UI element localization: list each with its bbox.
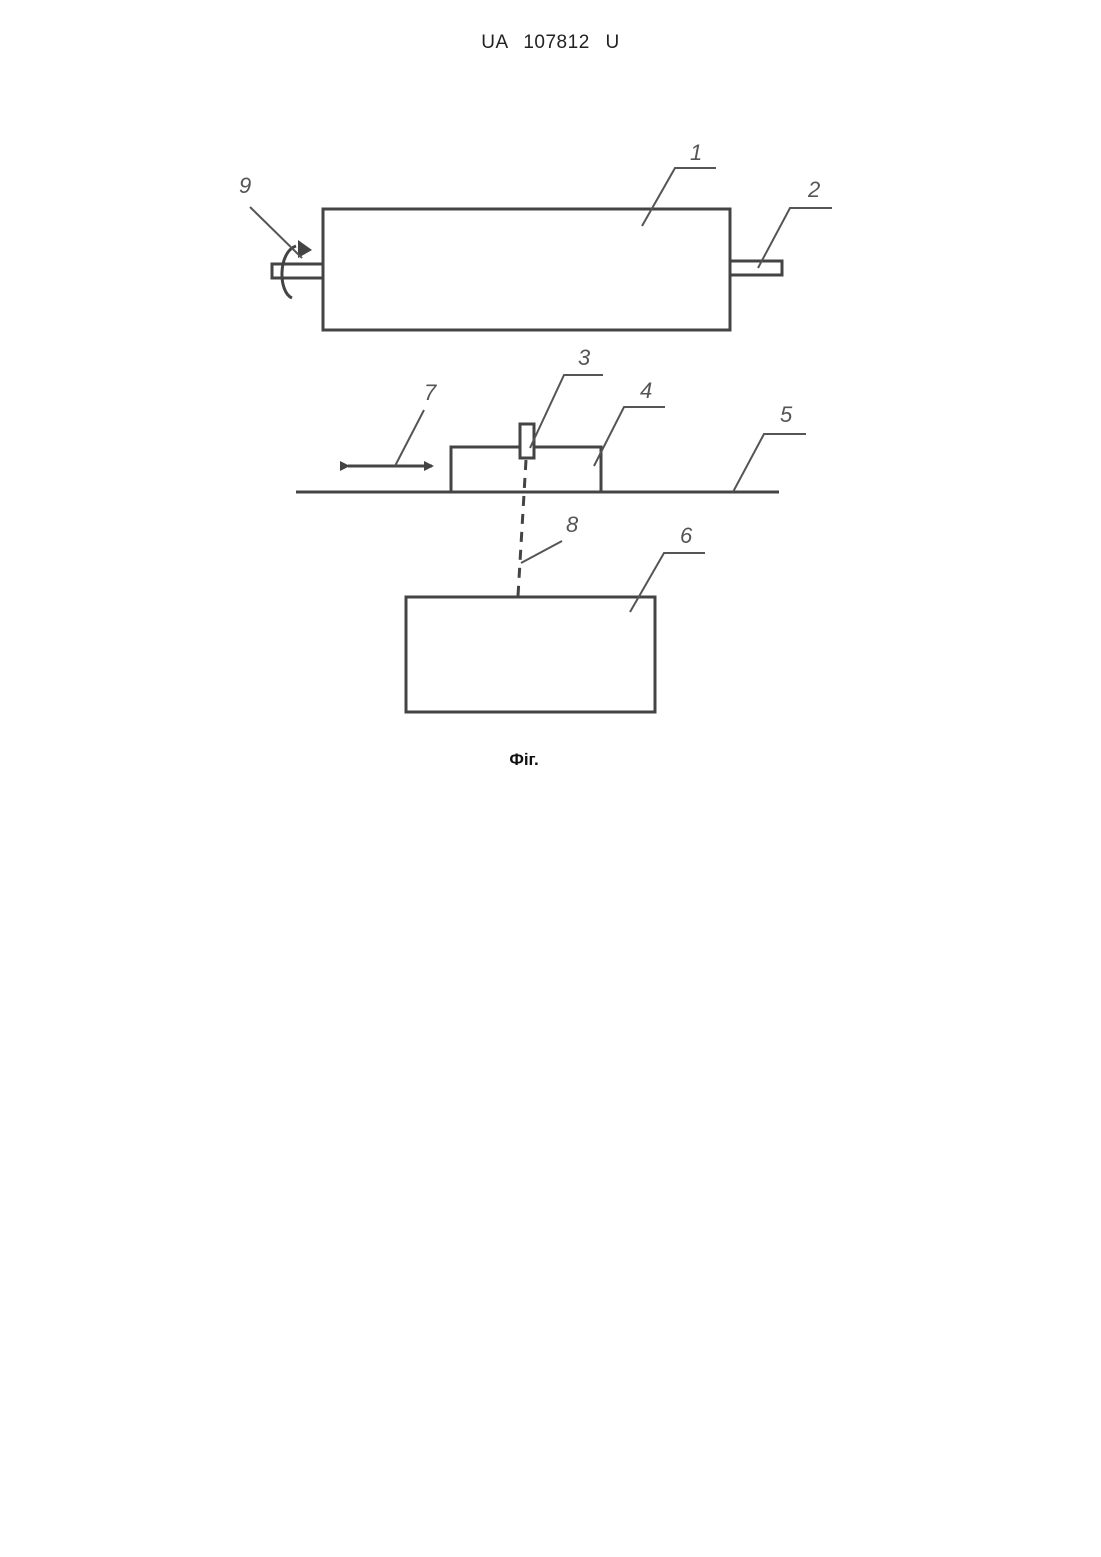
callout-5: 5 [780, 402, 793, 427]
leader-2 [758, 208, 832, 268]
callout-6: 6 [680, 523, 693, 548]
signal-line [518, 460, 526, 596]
leader-5 [733, 434, 806, 492]
callout-2: 2 [807, 177, 820, 202]
callout-7: 7 [424, 380, 437, 405]
leader-6 [630, 553, 705, 612]
figure-caption: Фіг. [0, 750, 1048, 770]
callout-8: 8 [566, 512, 579, 537]
control-unit [406, 597, 655, 712]
sensor [520, 424, 534, 458]
callout-1: 1 [690, 140, 702, 165]
leader-1 [642, 168, 716, 226]
leader-3 [530, 375, 603, 448]
leader-7 [395, 410, 424, 466]
drum-body [323, 209, 730, 330]
rotation-arrow [282, 246, 296, 298]
callout-3: 3 [578, 345, 591, 370]
leader-8 [521, 541, 562, 563]
left-shaft [272, 264, 323, 278]
leader-9 [250, 207, 302, 258]
leader-4 [594, 407, 665, 466]
callout-4: 4 [640, 378, 652, 403]
callout-9: 9 [239, 173, 251, 198]
right-shaft [730, 261, 782, 275]
